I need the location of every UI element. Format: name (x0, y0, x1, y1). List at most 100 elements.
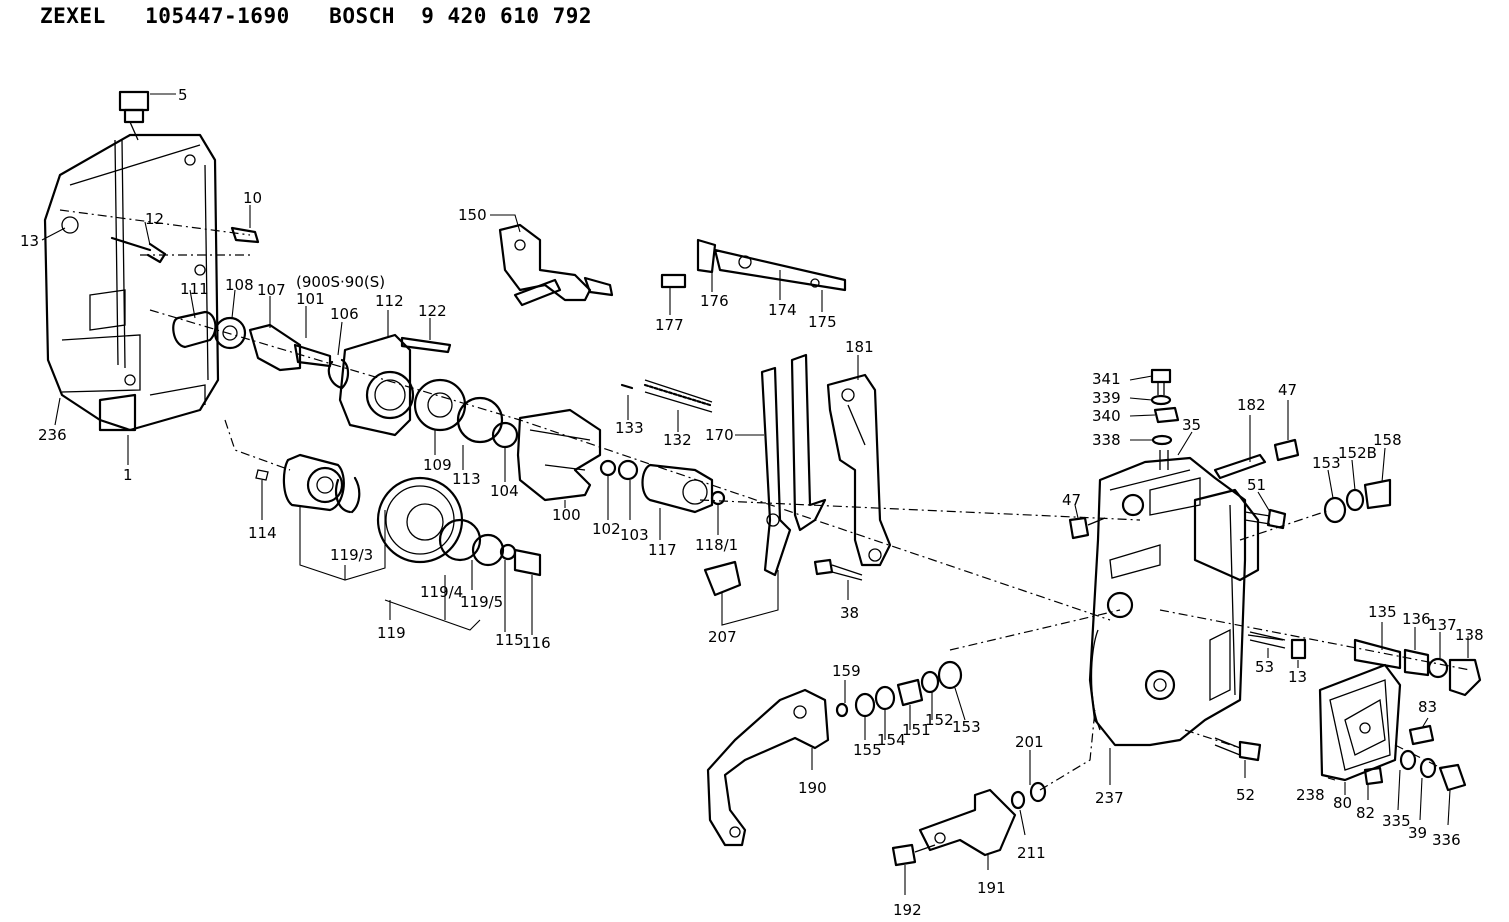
callout-159: 159 (832, 662, 861, 680)
callout-13-right: 13 (1288, 668, 1307, 686)
callout-107: 107 (257, 281, 286, 299)
callout-119-3: 119/3 (330, 546, 373, 564)
callout-1: 1 (123, 466, 133, 484)
callout-100: 100 (552, 506, 581, 524)
callout-190: 190 (798, 779, 827, 797)
callout-118-1: 118/1 (695, 536, 738, 554)
callout-12: 12 (145, 210, 164, 228)
callout-151: 151 (902, 721, 931, 739)
callout-102: 102 (592, 520, 621, 538)
callout-155: 155 (853, 741, 882, 759)
callout-191: 191 (977, 879, 1006, 897)
callout-115: 115 (495, 631, 524, 649)
callout-113: 113 (452, 470, 481, 488)
callout-136: 136 (1402, 610, 1431, 628)
callout-51: 51 (1247, 476, 1266, 494)
callout-138: 138 (1455, 626, 1484, 644)
callout-135: 135 (1368, 603, 1397, 621)
screw-stack-341 (1150, 368, 1180, 446)
bolt-47-left (1068, 516, 1106, 540)
callout-122: 122 (418, 302, 447, 320)
bolt-51 (1244, 508, 1287, 530)
callout-39: 39 (1408, 824, 1427, 842)
callout-52: 52 (1236, 786, 1255, 804)
callout-13: 13 (20, 232, 39, 250)
callout-109: 109 (423, 456, 452, 474)
callout-104: 104 (490, 482, 519, 500)
callout-154: 154 (877, 731, 906, 749)
adjusting-bolt-135 (1249, 631, 1482, 697)
brand-zexel: ZEXEL (40, 4, 106, 28)
link-174-assembly (660, 238, 847, 292)
callout-111: 111 (180, 280, 209, 298)
callout-116: 116 (522, 634, 551, 652)
callout-338: 338 (1092, 431, 1121, 449)
callout-38: 38 (840, 604, 859, 622)
callout-80: 80 (1333, 794, 1352, 812)
lever-181 (826, 373, 892, 567)
callout-181: 181 (845, 338, 874, 356)
lever-150 (498, 223, 614, 307)
callout-119: 119 (377, 624, 406, 642)
callout-177: 177 (655, 316, 684, 334)
callout-112: 112 (375, 292, 404, 310)
callout-335: 335 (1382, 812, 1411, 830)
seal-parts-153-158 (1323, 478, 1392, 524)
callout-900s: (900S·90(S) (296, 273, 385, 291)
callout-101: 101 (296, 290, 325, 308)
callout-152: 152 (925, 711, 954, 729)
callout-211: 211 (1017, 844, 1046, 862)
lever-190 (706, 688, 830, 847)
callout-35: 35 (1182, 416, 1201, 434)
callout-339: 339 (1092, 389, 1121, 407)
callout-182: 182 (1237, 396, 1266, 414)
callout-137: 137 (1428, 616, 1457, 634)
callout-5: 5 (178, 86, 188, 104)
callout-176: 176 (700, 292, 729, 310)
callout-201: 201 (1015, 733, 1044, 751)
callout-174: 174 (768, 301, 797, 319)
zexel-part-number: 105447-1690 (145, 4, 290, 28)
callout-238: 238 (1296, 786, 1325, 804)
callout-117: 117 (648, 541, 677, 559)
callout-170: 170 (705, 426, 734, 444)
callout-150: 150 (458, 206, 487, 224)
callout-82: 82 (1356, 804, 1375, 822)
callout-119-5: 119/5 (460, 593, 503, 611)
block-207 (703, 560, 742, 597)
lever-170 (760, 353, 827, 577)
screw-plug-5 (118, 90, 150, 141)
governor-cover-right (1088, 450, 1260, 747)
callout-47-left: 47 (1062, 491, 1081, 509)
bracket-191 (891, 781, 1047, 867)
callout-114: 114 (248, 524, 277, 542)
bolt-38 (813, 558, 863, 581)
bolt-52 (1214, 737, 1262, 762)
callout-103: 103 (620, 526, 649, 544)
seal-stack-151-159 (835, 660, 963, 718)
callout-10: 10 (243, 189, 262, 207)
callout-336: 336 (1432, 831, 1461, 849)
callout-153-top: 153 (1312, 454, 1341, 472)
callout-108: 108 (225, 276, 254, 294)
callout-47-top: 47 (1278, 381, 1297, 399)
callout-106: 106 (330, 305, 359, 323)
cover-plate-80 (1318, 663, 1467, 792)
callout-labels: 5 10 12 13 111 108 107 (900S·90(S) 101 1… (20, 86, 1484, 919)
callout-341: 341 (1092, 370, 1121, 388)
pin-182 (1213, 438, 1300, 480)
governor-housing-left (43, 133, 220, 432)
callout-175: 175 (808, 313, 837, 331)
leader-lines (41, 93, 1469, 895)
bosch-part-number: 9 420 610 792 (421, 4, 593, 28)
callout-132: 132 (663, 431, 692, 449)
callout-83: 83 (1418, 698, 1437, 716)
flyweight-assembly (516, 379, 726, 514)
callout-152b: 152B (1338, 444, 1377, 462)
callout-192: 192 (893, 901, 922, 919)
callout-133: 133 (615, 419, 644, 437)
callout-158: 158 (1373, 431, 1402, 449)
callout-237: 237 (1095, 789, 1124, 807)
gear-assembly-119 (255, 453, 542, 577)
